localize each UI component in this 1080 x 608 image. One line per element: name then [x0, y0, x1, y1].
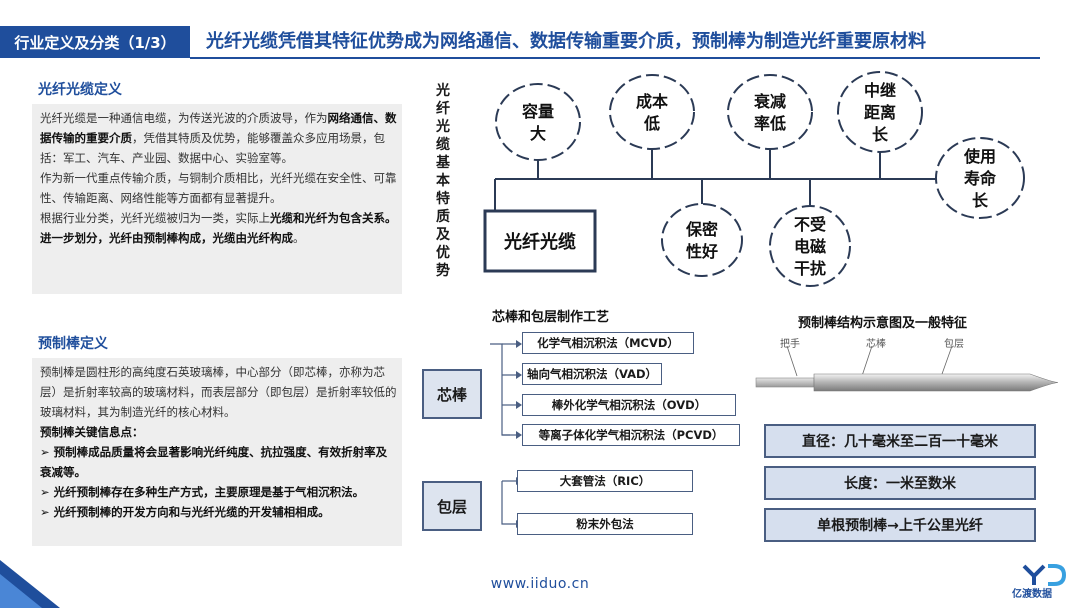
- section-tag: 行业定义及分类（1/3）: [0, 26, 190, 58]
- core-method-box: 化学气相沉积法（MCVD）: [522, 332, 694, 354]
- feature-bubble-label: 性好: [686, 242, 718, 261]
- feature-bubble: [837, 71, 923, 153]
- preform-bullet: ➢ 预制棒成品质量将会显著影响光纤纯度、抗拉强度、有效折射率及衰减等。: [40, 445, 388, 479]
- cladding-method-box: 粉末外包法: [517, 513, 693, 535]
- feature-bubble-label: 大: [530, 124, 546, 143]
- structure-title: 预制棒结构示意图及一般特征: [798, 316, 968, 331]
- preform-bullet: ➢ 光纤预制棒的开发方向和与光纤光缆的开发辅相相成。: [40, 505, 330, 519]
- structure-feature-box: 单根预制棒→上千公里光纤: [764, 508, 1036, 542]
- feature-bubble-label: 干扰: [794, 259, 826, 278]
- feature-bubble-label: 寿命: [964, 169, 997, 188]
- feature-bubble: [495, 83, 581, 161]
- process-connectors: [490, 340, 522, 528]
- corner-decoration: [0, 560, 60, 608]
- features-vertical-label: 光纤光缆基本特质及优势: [436, 83, 450, 279]
- structure-feature-box: 直径：几十毫米至二百一十毫米: [764, 424, 1036, 458]
- feature-bubble: [935, 137, 1025, 219]
- fiber-definition-title: 光纤光缆定义: [38, 82, 122, 98]
- core-method-box: 等离子体化学气相沉积法（PCVD）: [522, 424, 740, 446]
- preform-definition-title: 预制棒定义: [38, 336, 108, 352]
- center-label: 光纤光缆: [503, 231, 576, 253]
- feature-bubble-label: 成本: [636, 92, 668, 111]
- footer-url: www.iiduo.cn: [490, 576, 590, 592]
- structure-feature-box: 长度：一米至数米: [764, 466, 1036, 500]
- feature-bubble: [727, 74, 813, 150]
- preform-definition-box: 预制棒是圆柱形的高纯度石英玻璃棒，中心部分（即芯棒，亦称为芯层）是折射率较高的玻…: [32, 358, 402, 546]
- preform-key-title: 预制棒关键信息点：: [40, 425, 144, 439]
- feature-bubble-label: 距离: [864, 103, 896, 122]
- feature-bubble: [609, 74, 695, 150]
- fiber-definition-box: 光纤光缆是一种通信电缆，为传送光波的介质波导，作为网络通信、数据传输的重要介质，…: [32, 104, 402, 294]
- feature-bubble-label: 低: [643, 114, 660, 133]
- rod-part-label: 芯棒: [866, 339, 886, 350]
- feature-bubble-label: 长: [872, 125, 889, 144]
- center-box: [483, 209, 597, 273]
- core-category-box: 芯棒: [422, 369, 482, 419]
- feature-bubble-label: 容量: [521, 102, 554, 121]
- feature-bubble-label: 率低: [754, 114, 786, 133]
- cladding-method-box: 大套管法（RIC）: [517, 470, 693, 492]
- feature-bubble-label: 衰减: [753, 92, 786, 111]
- preform-rod-illustration: [755, 346, 1059, 392]
- process-title: 芯棒和包层制作工艺: [492, 310, 610, 325]
- preform-intro: 预制棒是圆柱形的高纯度石英玻璃棒，中心部分（即芯棒，亦称为芯层）是折射率较高的玻…: [40, 365, 397, 419]
- feature-bubble: [661, 203, 743, 277]
- fiber-definition-paragraph: 根据行业分类，光纤光缆被归为一类，实际上光缆和光纤为包含关系。进一步划分，光纤由…: [40, 211, 397, 245]
- feature-bubble-label: 长: [972, 191, 989, 210]
- cladding-category-box: 包层: [422, 481, 482, 531]
- fiber-definition-paragraph: 光纤光缆是一种通信电缆，为传送光波的介质波导，作为网络通信、数据传输的重要介质，…: [40, 111, 397, 165]
- feature-bubble-label: 使用: [963, 147, 996, 166]
- header-divider: [190, 57, 1040, 59]
- feature-bubble-label: 中继: [864, 81, 896, 100]
- footer-brand: 亿渡数据: [1012, 589, 1052, 600]
- core-method-box: 棒外化学气相沉积法（OVD）: [522, 394, 736, 416]
- feature-bubble-label: 保密: [685, 220, 718, 239]
- page-title: 光纤光缆凭借其特征优势成为网络通信、数据传输重要介质，预制棒为制造光纤重要原材料: [206, 31, 926, 52]
- rod-part-label: 包层: [944, 339, 964, 350]
- brand-logo-icon: [1022, 564, 1066, 586]
- core-method-box: 轴向气相沉积法（VAD）: [522, 363, 662, 385]
- feature-bubble-label: 不受: [794, 215, 826, 234]
- feature-bubble: [769, 205, 851, 287]
- preform-bullet: ➢ 光纤预制棒存在多种生产方式，主要原理是基于气相沉积法。: [40, 485, 365, 499]
- rod-part-label: 把手: [780, 339, 800, 350]
- fiber-definition-paragraph: 作为新一代重点传输介质，与铜制介质相比，光纤光缆在安全性、可靠性、传输距离、网络…: [40, 171, 397, 205]
- feature-bubble-label: 电磁: [794, 237, 826, 256]
